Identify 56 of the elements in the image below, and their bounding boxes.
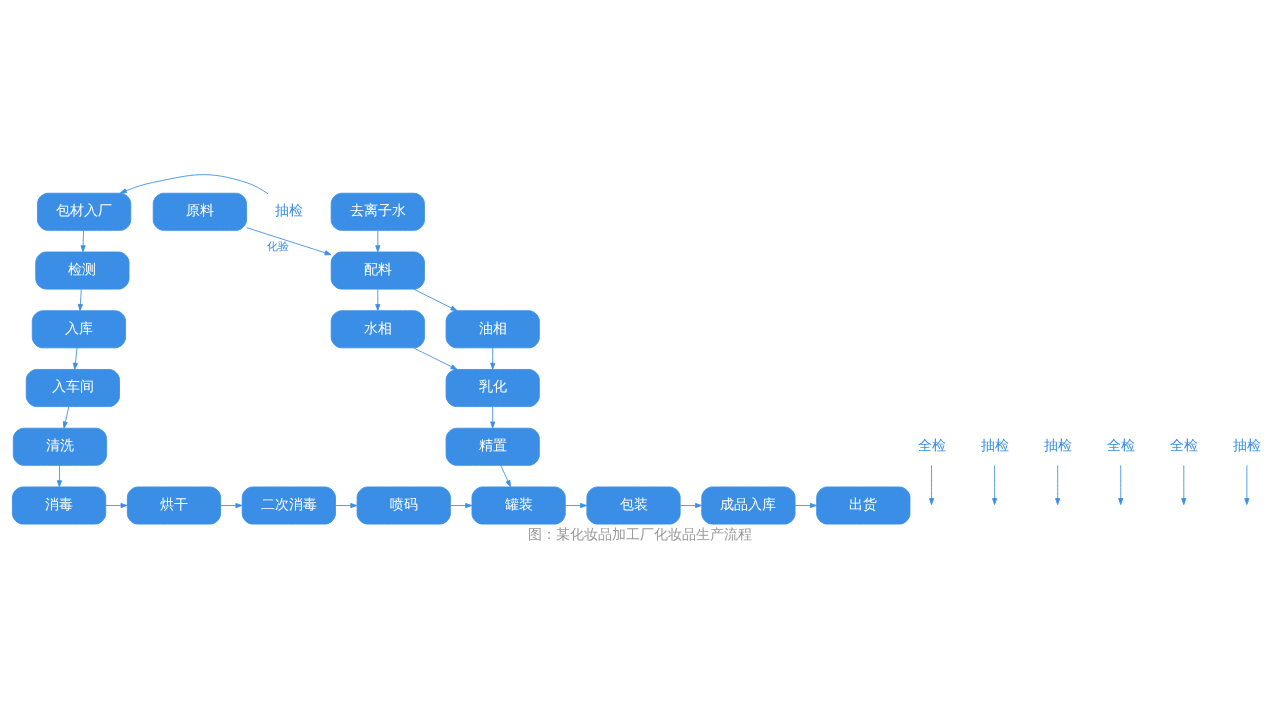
arrow (1181, 464, 1187, 505)
node-box: 清洗 (12, 427, 107, 466)
node-box: 去离子水 (330, 192, 425, 231)
arrow (500, 464, 511, 487)
arrow (72, 346, 78, 370)
arrow (1055, 464, 1061, 505)
node-box: 消毒 (12, 486, 107, 524)
node-box: 喷码 (356, 486, 451, 524)
arrow (335, 502, 358, 508)
node-box: 二次消毒 (241, 486, 336, 524)
node-text: 抽检 (1232, 436, 1261, 453)
node-box: 油相 (445, 309, 540, 348)
node-box: 检测 (35, 251, 130, 290)
arrow (564, 502, 588, 508)
node-box: 配料 (330, 251, 425, 290)
arrow (119, 173, 269, 194)
node-box: 原料 (152, 192, 247, 231)
caption: 图：某化妆品加工厂化妆品生产流程 (528, 525, 752, 542)
arrow (992, 464, 998, 505)
node-box: 成品入库 (701, 486, 796, 524)
arrow (246, 226, 332, 255)
node-box: 出货 (816, 486, 911, 524)
arrow (77, 288, 83, 311)
arrow (220, 502, 243, 508)
node-text: 抽检 (274, 201, 303, 218)
node-box: 烘干 (126, 486, 222, 524)
arrow (56, 464, 62, 487)
arrow (105, 502, 128, 508)
node-text: 全检 (1169, 436, 1198, 453)
node-text: 全检 (1106, 436, 1135, 453)
node-box: 入车间 (25, 368, 120, 407)
node-box: 精置 (445, 427, 540, 466)
node-box: 包装 (586, 486, 681, 524)
arrow (679, 502, 702, 508)
arrow (490, 346, 496, 370)
node-box: 乳化 (445, 368, 540, 407)
node-box: 包材入厂 (37, 192, 132, 231)
node-text: 抽检 (1043, 436, 1072, 453)
node-text: 抽检 (980, 436, 1009, 453)
node-box: 水相 (330, 309, 425, 348)
edge-label: 化验 (266, 239, 289, 253)
arrow (375, 288, 381, 311)
node-text: 全检 (917, 436, 946, 453)
arrow (375, 229, 381, 252)
arrow (62, 405, 70, 428)
node-box: 罐装 (471, 486, 566, 524)
arrow (450, 502, 473, 508)
arrow (80, 229, 86, 252)
arrow (413, 346, 458, 370)
arrow (1244, 464, 1250, 505)
node-box: 入库 (31, 309, 126, 348)
arrow (1118, 464, 1124, 505)
arrow (413, 288, 458, 311)
arrow (929, 464, 935, 505)
arrow (794, 502, 817, 508)
arrow (490, 405, 496, 428)
